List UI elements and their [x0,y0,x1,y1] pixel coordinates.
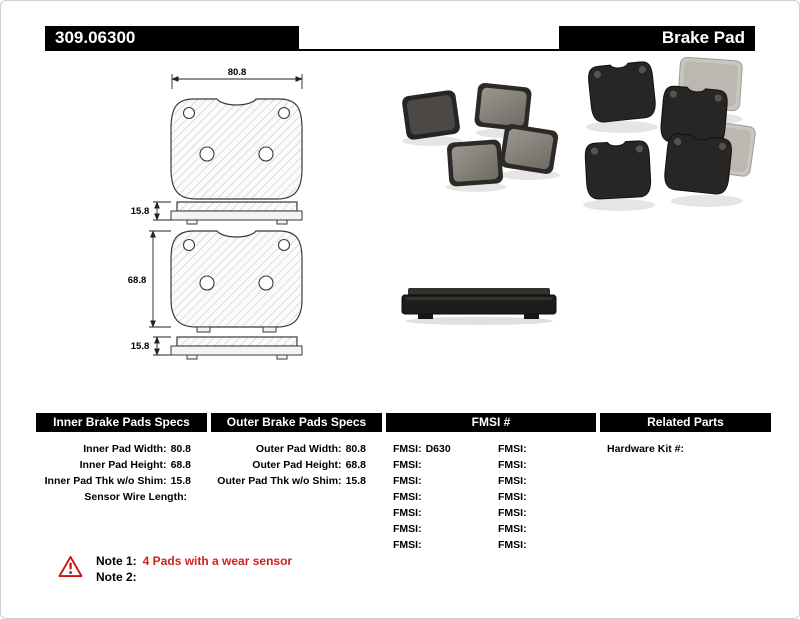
fmsi-row: FMSI:D630 FMSI: [386,441,596,457]
dimension-height: 68.8 [128,230,171,328]
outer-specs-column: Outer Brake Pads Specs Outer Pad Width: … [211,413,382,489]
fmsi-label: FMSI: [393,475,422,487]
fmsi-column: FMSI # FMSI:D630 FMSI: FMSI: FMSI: FMSI:… [386,413,596,553]
fmsi-header: FMSI # [386,413,596,432]
dimension-width: 80.8 [171,67,303,89]
dim-thickness-top-label: 15.8 [131,206,150,217]
related-label: Hardware Kit #: [607,443,685,455]
spec-row: Sensor Wire Length: [36,489,207,505]
fmsi-row: FMSI: FMSI: [386,521,596,537]
fmsi-label: FMSI: [498,459,527,471]
pad-top-view [170,98,303,200]
spec-row: Outer Pad Thk w/o Shim: 15.8 [211,473,382,489]
fmsi-label: FMSI: [393,459,422,471]
fmsi-label: FMSI: [498,523,527,535]
pad-photo-edge-view [401,288,557,325]
notes-section: Note 1: 4 Pads with a wear sensor Note 2: [58,553,292,585]
spec-value: 80.8 [345,443,366,455]
fmsi-row: FMSI: FMSI: [386,473,596,489]
spec-row: Inner Pad Thk w/o Shim: 15.8 [36,473,207,489]
note-1-text: 4 Pads with a wear sensor [142,554,293,568]
note-2-label: Note 2: [96,570,137,584]
related-row: Hardware Kit #: [600,441,771,457]
spec-label: Inner Pad Thk w/o Shim: [44,475,167,487]
fmsi-label: FMSI: [498,539,527,551]
spec-value: 15.8 [170,475,191,487]
note-lines: Note 1: 4 Pads with a wear sensor Note 2: [96,553,292,585]
related-parts-header: Related Parts [600,413,771,432]
spec-value: 80.8 [170,443,191,455]
spec-row: Inner Pad Width: 80.8 [36,441,207,457]
fmsi-label: FMSI: [498,491,527,503]
spec-label: Sensor Wire Length: [84,491,187,503]
spec-label: Inner Pad Width: [83,443,167,455]
spec-value: 68.8 [345,459,366,471]
fmsi-label: FMSI: [393,491,422,503]
fmsi-row: FMSI: FMSI: [386,457,596,473]
fmsi-label: FMSI: [393,523,422,535]
warning-icon [58,555,83,578]
note-1: Note 1: 4 Pads with a wear sensor [96,553,292,569]
fmsi-value: D630 [425,443,451,455]
spec-value: 15.8 [345,475,366,487]
fmsi-label: FMSI: [393,507,422,519]
related-parts-column: Related Parts Hardware Kit #: [600,413,771,457]
fmsi-row: FMSI: FMSI: [386,489,596,505]
fmsi-label: FMSI: [393,539,422,551]
pad-side-profile-bottom [170,336,303,360]
spec-value: 68.8 [170,459,191,471]
inner-specs-column: Inner Brake Pads Specs Inner Pad Width: … [36,413,207,505]
fmsi-label: FMSI: [393,443,422,455]
product-name: Brake Pad [559,26,755,49]
spec-row: Outer Pad Width: 80.8 [211,441,382,457]
spec-label: Outer Pad Thk w/o Shim: [217,475,342,487]
fmsi-label: FMSI: [498,443,527,455]
header-bar: 309.06300 Brake Pad [45,26,755,51]
note-2: Note 2: [96,569,292,585]
spec-label: Outer Pad Width: [255,443,342,455]
spec-label: Inner Pad Height: [79,459,167,471]
dim-height-label: 68.8 [128,275,147,286]
outer-specs-header: Outer Brake Pads Specs [211,413,382,432]
fmsi-row: FMSI: FMSI: [386,505,596,521]
note-1-label: Note 1: [96,554,137,568]
pad-side-profile-top [170,201,303,225]
dimension-thickness-bottom: 15.8 [131,336,171,356]
pads-photo-friction-side [401,82,560,192]
fmsi-row: FMSI: FMSI: [386,537,596,553]
pad-front-view [170,230,303,333]
technical-drawing: 80.8 15.8 [128,67,303,360]
dim-thickness-bottom-label: 15.8 [131,341,150,352]
part-number: 309.06300 [45,26,299,49]
spec-row: Inner Pad Height: 68.8 [36,457,207,473]
dimension-thickness-top: 15.8 [131,201,171,221]
fmsi-label: FMSI: [498,507,527,519]
inner-specs-header: Inner Brake Pads Specs [36,413,207,432]
pads-photo-backing-side [583,57,757,211]
dim-width-label: 80.8 [228,67,247,78]
fmsi-label: FMSI: [498,475,527,487]
spec-row: Outer Pad Height: 68.8 [211,457,382,473]
spec-label: Outer Pad Height: [252,459,342,471]
